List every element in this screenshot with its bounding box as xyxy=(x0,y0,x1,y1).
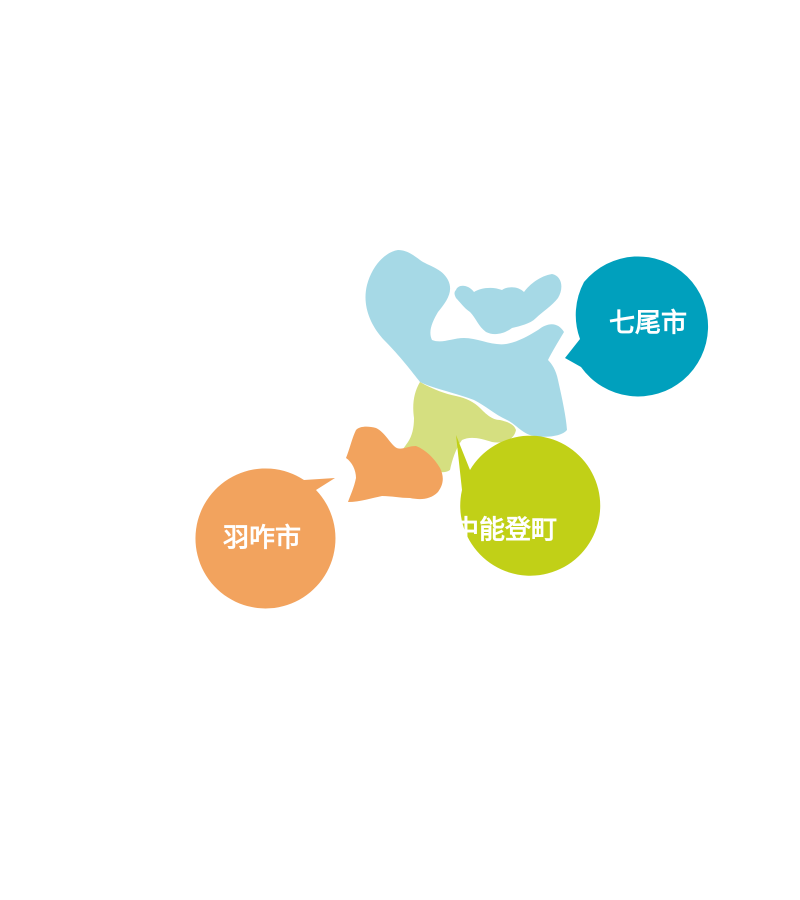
region-nanao[interactable] xyxy=(365,250,567,437)
region-nanao-island xyxy=(454,274,562,335)
bubble-hakui-label: 羽咋市 xyxy=(223,523,301,554)
region-hakui-shape xyxy=(346,426,443,502)
region-nakanoto[interactable] xyxy=(398,382,516,473)
bubble-nakanoto-label: 中能登町 xyxy=(453,515,557,546)
bubble-nanao-shape xyxy=(565,256,709,397)
region-hakui[interactable] xyxy=(346,426,443,502)
bubble-nanao-label: 七尾市 xyxy=(609,308,687,339)
bubble-nanao[interactable]: 七尾市 xyxy=(565,256,709,397)
region-nakanoto-shape xyxy=(398,382,516,473)
bubble-nakanoto-shape xyxy=(456,435,601,576)
bubble-hakui[interactable]: 羽咋市 xyxy=(195,468,336,609)
region-nanao-mainland xyxy=(365,250,567,437)
bubble-nakanoto[interactable]: 中能登町 xyxy=(453,435,601,576)
bubble-hakui-shape xyxy=(195,468,336,609)
